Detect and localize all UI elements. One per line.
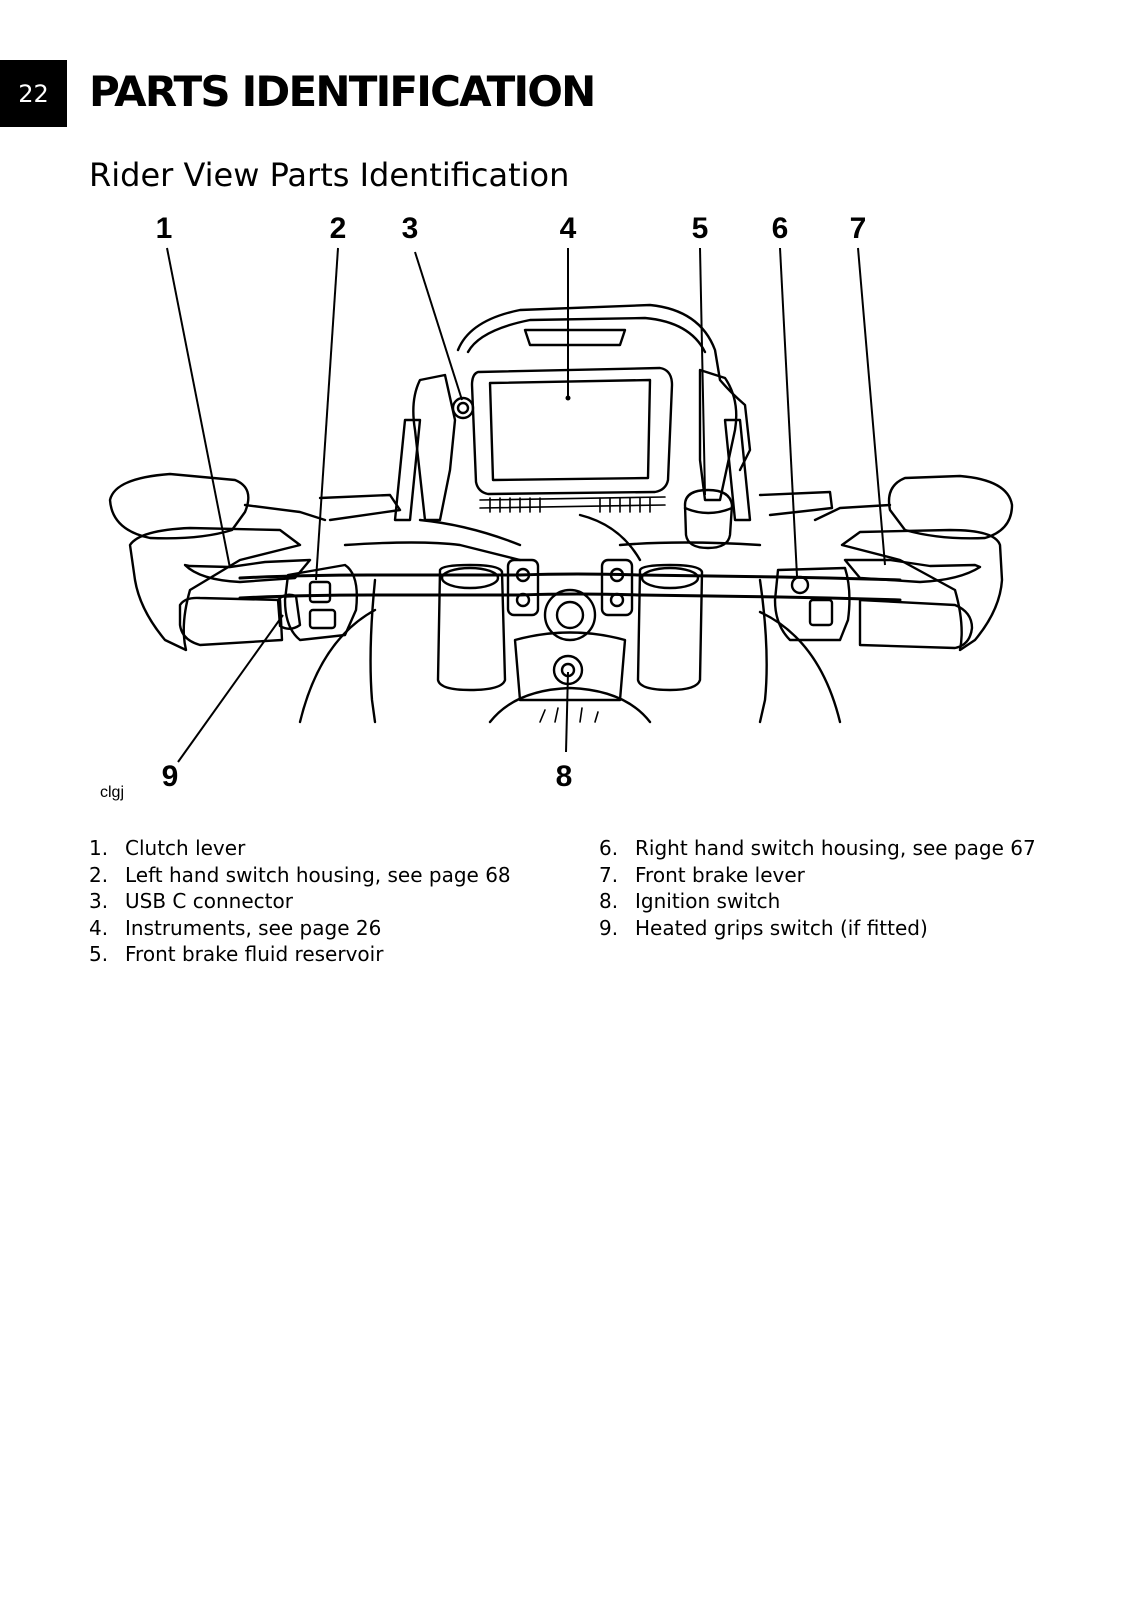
leader-line-5 (699, 247, 706, 496)
clutch-lever (183, 558, 312, 584)
callout-leader-lines (166, 247, 886, 763)
right-fork-tube (636, 563, 704, 692)
legend-item: 6. Right hand switch housing, see page 67 (599, 835, 1036, 862)
left-switch-housing (283, 563, 359, 642)
brake-fluid-reservoir (683, 488, 734, 550)
cable-right (618, 541, 762, 547)
legend-item: 4. Instruments, see page 26 (89, 915, 511, 942)
legend-item-number: 3. (89, 889, 109, 913)
left-hand-guard (128, 526, 302, 652)
legend-item-number: 6. (599, 836, 619, 860)
left-grip (178, 596, 284, 647)
left-bar-clamp (506, 558, 540, 617)
right-hand-guard (840, 528, 1004, 652)
leader-line-8 (565, 671, 569, 753)
front-brake-lever (843, 558, 982, 584)
fuel-tank-outline (369, 578, 377, 724)
legend-item-number: 5. (89, 942, 109, 966)
legend-item-text: USB C connector (125, 889, 293, 913)
callout-3: 3 (402, 212, 419, 245)
legend-item-number: 2. (89, 862, 109, 887)
right-switch-housing (773, 566, 851, 642)
callout-7: 7 (850, 212, 867, 245)
figure-code: clgj (100, 784, 124, 801)
cable-left (343, 541, 522, 562)
page-number: 22 (18, 79, 49, 108)
legend-item-number: 9. (599, 915, 619, 940)
motorcycle-cockpit-illustration: 1 2 3 4 5 6 7 8 9 clgj (100, 212, 1014, 801)
legend-item-text: Left hand switch housing, see page 68 (125, 862, 511, 887)
callout-1: 1 (156, 212, 173, 245)
handlebar (238, 572, 902, 582)
legend-item-number: 1. (89, 836, 109, 860)
legend-item: 5. Front brake fluid reservoir (89, 941, 511, 968)
callout-8: 8 (556, 760, 573, 793)
legend-item: 7. Front brake lever (599, 862, 1036, 889)
right-bar-clamp (600, 558, 634, 617)
left-fairing-panel (412, 373, 457, 522)
instrument-housing (470, 366, 674, 496)
legend-item-text: Right hand switch housing, see page 67 (635, 836, 1036, 860)
legend-list-left: 1. Clutch lever 2. Left hand switch housin… (89, 835, 511, 968)
usb-c-connector (451, 396, 475, 420)
right-grip (858, 598, 974, 650)
rider-view-figure: 1 2 3 4 5 6 7 8 9 clgj (0, 205, 1142, 830)
page-number-tab: 22 (0, 60, 67, 127)
legend-item: 8. Ignition switch (599, 888, 1036, 915)
legend-item-number: 8. (599, 889, 619, 913)
legend-item-number: 7. (599, 862, 619, 887)
callout-5: 5 (692, 212, 709, 245)
ignition-panel (513, 631, 627, 702)
legend-item-text: Clutch lever (125, 836, 246, 860)
leader-line-6 (779, 247, 798, 577)
legend-list-right: 6. Right hand switch housing, see page 67… (599, 835, 1036, 941)
steering-stem-nut (543, 588, 597, 642)
section-title: Rider View Parts Identification (89, 156, 570, 194)
legend-item: 1. Clutch lever (89, 835, 511, 862)
heated-grips-switch (276, 593, 302, 630)
callout-4: 4 (560, 212, 577, 245)
legend-item-text: Front brake fluid reservoir (125, 942, 384, 966)
legend-item-text: Ignition switch (635, 889, 781, 913)
legend-item-number: 4. (89, 915, 109, 940)
left-fork-tube (436, 563, 507, 692)
leader-line-9 (177, 614, 284, 763)
leader-line-1 (166, 247, 231, 569)
legend-item-text: Instruments, see page 26 (125, 915, 382, 940)
callout-6: 6 (772, 212, 789, 245)
legend-item-text: Heated grips switch (if fitted) (635, 915, 928, 940)
instrument-fins (479, 496, 666, 513)
leader-line-2 (315, 247, 339, 581)
legend-item-text: Front brake lever (635, 862, 805, 887)
callout-numbers: 1 2 3 4 5 6 7 8 9 clgj (100, 212, 866, 801)
right-fairing-panel (698, 368, 738, 502)
page-title: PARTS IDENTIFICATION (89, 67, 596, 116)
callout-2: 2 (330, 212, 347, 245)
callout-9: 9 (162, 760, 179, 793)
right-mirror (887, 474, 1014, 540)
leader-line-7 (857, 247, 886, 566)
legend-item: 2. Left hand switch housing, see page 68 (89, 862, 511, 889)
leader-line-3 (414, 251, 463, 401)
legend-item: 3. USB C connector (89, 888, 511, 915)
legend-item: 9. Heated grips switch (if fitted) (599, 915, 1036, 942)
